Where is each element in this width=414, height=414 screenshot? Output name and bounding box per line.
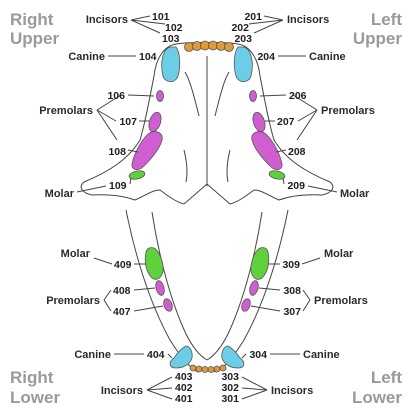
quadrant-right-lower-line1: Right (10, 368, 54, 387)
number-204: 204 (257, 51, 275, 63)
tooth-209[interactable] (268, 169, 286, 180)
quadrant-right-lower-line2: Lower (10, 388, 60, 407)
upper-jaw-suture-right (184, 71, 200, 117)
tooth-402[interactable] (195, 365, 203, 373)
number-401: 401 (175, 393, 193, 405)
label-incisors-lower-left: Incisors (271, 385, 313, 397)
quadrant-left-lower-line2: Lower (352, 388, 402, 407)
number-301: 301 (221, 393, 239, 405)
label-canine-upper-right: Canine (68, 51, 105, 63)
tooth-304[interactable] (221, 345, 245, 369)
label-premolars-upper-right: Premolars (39, 105, 93, 117)
number-403: 403 (175, 371, 193, 383)
upper-jaw-ridge-left (226, 149, 231, 183)
label-incisors-upper-left: Incisors (287, 14, 329, 26)
tooth-204[interactable] (233, 46, 253, 83)
number-308: 308 (283, 285, 301, 297)
label-molar-upper-right: Molar (45, 188, 75, 200)
tooth-202[interactable] (216, 41, 226, 51)
number-302: 302 (221, 382, 239, 394)
tooth-409[interactable] (144, 247, 164, 280)
number-207: 207 (277, 116, 295, 128)
number-304: 304 (249, 349, 267, 361)
number-209: 209 (287, 180, 305, 192)
label-premolars-upper-left: Premolars (321, 105, 375, 117)
label-incisors-upper-right: Incisors (86, 14, 128, 26)
tooth-103[interactable] (184, 42, 194, 52)
label-molar-lower-left: Molar (324, 248, 354, 260)
number-409: 409 (114, 259, 132, 271)
tooth-303[interactable] (219, 364, 227, 372)
number-407: 407 (113, 306, 131, 318)
number-101: 101 (152, 11, 170, 23)
leader-lines (76, 15, 338, 400)
tooth-108[interactable] (131, 131, 163, 170)
tooth-206[interactable] (249, 90, 257, 102)
number-104: 104 (139, 51, 157, 63)
tooth-104[interactable] (161, 46, 181, 83)
quadrant-left-lower-line1: Left (371, 368, 403, 387)
label-canine-lower-left: Canine (303, 349, 340, 361)
quadrant-right-upper-line2: Upper (10, 29, 60, 48)
lower-incisors (189, 364, 227, 373)
tooth-407[interactable] (162, 298, 174, 313)
label-canine-upper-left: Canine (309, 51, 346, 63)
number-102: 102 (165, 22, 183, 34)
number-208: 208 (288, 146, 306, 158)
number-404: 404 (147, 349, 165, 361)
lower-jaw-inner-right (151, 211, 208, 361)
label-premolars-lower-left: Premolars (314, 295, 368, 307)
number-203: 203 (234, 33, 252, 45)
quadrant-left-upper-line2: Upper (353, 29, 403, 48)
lower-jaw-inner-left (206, 211, 263, 361)
upper-jaw-suture-left (214, 71, 230, 117)
tooth-106[interactable] (156, 90, 164, 102)
number-408: 408 (113, 285, 131, 297)
tooth-307[interactable] (240, 298, 252, 313)
number-108: 108 (108, 146, 126, 158)
number-303: 303 (221, 371, 239, 383)
label-premolars-lower-right: Premolars (46, 295, 100, 307)
label-canine-lower-right: Canine (74, 349, 111, 361)
quadrant-right-upper-line1: Right (10, 10, 54, 29)
number-202: 202 (231, 22, 249, 34)
tooth-109[interactable] (128, 169, 146, 180)
tooth-408[interactable] (154, 280, 166, 297)
number-402: 402 (175, 382, 193, 394)
label-molar-upper-left: Molar (340, 188, 370, 200)
tooth-203[interactable] (224, 42, 234, 52)
number-206: 206 (289, 90, 307, 102)
lower-jaw-outline (125, 209, 289, 373)
upper-jaw-ridge-right (183, 149, 188, 183)
number-107: 107 (119, 116, 137, 128)
tooth-404[interactable] (169, 345, 193, 369)
number-309: 309 (282, 259, 300, 271)
label-molar-lower-right: Molar (61, 248, 91, 260)
upper-incisors (184, 40, 234, 52)
number-106: 106 (107, 90, 125, 102)
number-201: 201 (244, 11, 262, 23)
quadrant-left-upper-line1: Left (371, 10, 403, 29)
label-incisors-lower-right: Incisors (101, 385, 143, 397)
tooth-302[interactable] (213, 365, 221, 373)
tooth-308[interactable] (248, 280, 260, 297)
tooth-301[interactable] (207, 366, 215, 373)
number-109: 109 (109, 180, 127, 192)
tooth-208[interactable] (251, 131, 283, 170)
tooth-309[interactable] (250, 247, 270, 280)
number-103: 103 (162, 33, 180, 45)
tooth-401[interactable] (201, 366, 209, 373)
number-307: 307 (283, 306, 301, 318)
